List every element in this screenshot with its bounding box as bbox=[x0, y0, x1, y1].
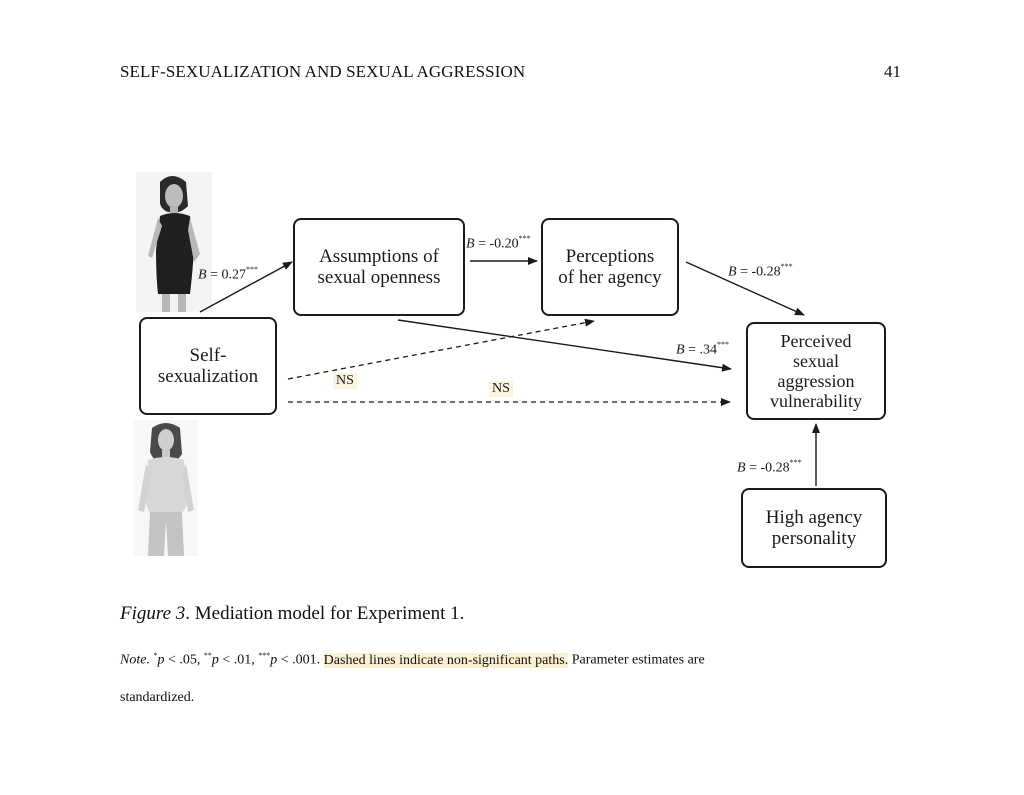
arrow-perceptions-to-vulnerability bbox=[685, 261, 805, 316]
arrow-assumptions-to-vulnerability bbox=[397, 319, 732, 372]
coef-value: = -0.28 bbox=[736, 264, 781, 280]
node-self-sexualization: Self- sexualization bbox=[139, 317, 277, 415]
coef-stars: *** bbox=[518, 234, 531, 243]
coef-high-agency-to-vulnerability: B = -0.28*** bbox=[737, 458, 802, 477]
figure-caption-text: . Mediation model for Experiment 1. bbox=[185, 603, 465, 624]
coef-value: = -0.28 bbox=[745, 460, 790, 476]
page-number: 41 bbox=[884, 62, 901, 81]
note-star-3: *** bbox=[258, 651, 271, 660]
coef-value: = 0.27 bbox=[206, 267, 246, 283]
node-high-agency-personality: High agency personality bbox=[741, 488, 887, 568]
coef-value: = -0.20 bbox=[474, 236, 519, 252]
ns-label-self-to-vulnerability: NS bbox=[489, 381, 513, 397]
figure-caption: Figure 3. Mediation model for Experiment… bbox=[120, 603, 464, 625]
note-star-1: * bbox=[153, 651, 158, 660]
node-perceptions-of-her-agency: Perceptions of her agency bbox=[541, 218, 679, 316]
coef-value: = .34 bbox=[684, 342, 717, 358]
coef-assumptions-to-perceptions: B = -0.20*** bbox=[466, 234, 531, 253]
node-assumptions-label: Assumptions of sexual openness bbox=[317, 246, 441, 288]
coef-stars: *** bbox=[780, 262, 793, 271]
coef-b: B bbox=[676, 342, 685, 358]
note-highlighted-text: Dashed lines indicate non-significant pa… bbox=[323, 652, 569, 668]
woman-dark-dress-image bbox=[136, 172, 212, 312]
note-p-3: p bbox=[270, 652, 278, 668]
node-perceived-vulnerability: Perceived sexual aggression vulnerabilit… bbox=[746, 322, 886, 420]
coef-b: B bbox=[737, 460, 746, 476]
coef-stars: *** bbox=[245, 265, 258, 274]
ns-label-self-to-perceptions: NS bbox=[333, 373, 357, 389]
node-perceptions-label: Perceptions of her agency bbox=[558, 246, 662, 288]
running-head: SELF-SEXUALIZATION AND SEXUAL AGGRESSION bbox=[120, 62, 526, 81]
coef-b: B bbox=[466, 236, 475, 252]
woman-light-top-image bbox=[134, 420, 198, 556]
dashed-arrow-self-to-perceptions bbox=[287, 318, 595, 380]
coef-b: B bbox=[728, 264, 737, 280]
node-vulnerability-label: Perceived sexual aggression vulnerabilit… bbox=[770, 331, 862, 411]
node-high-agency-label: High agency personality bbox=[765, 507, 863, 549]
note-threshold-3: < .001. bbox=[277, 652, 324, 668]
coef-self-to-assumptions: B = 0.27*** bbox=[198, 265, 258, 284]
note-star-2: ** bbox=[203, 651, 212, 660]
arrow-self-to-assumptions bbox=[199, 261, 293, 313]
coef-perceptions-to-vulnerability: B = -0.28*** bbox=[728, 262, 793, 281]
figure-note: Note. *p < .05, **p < .01, ***p < .001. … bbox=[120, 651, 705, 669]
node-assumptions-of-sexual-openness: Assumptions of sexual openness bbox=[293, 218, 465, 316]
note-rest-text: Parameter estimates are bbox=[568, 652, 705, 668]
note-continued: standardized. bbox=[120, 690, 195, 705]
note-threshold-1: < .05, bbox=[164, 652, 204, 668]
coef-assumptions-to-vulnerability: B = .34*** bbox=[676, 340, 729, 359]
note-p-2: p bbox=[211, 652, 219, 668]
figure-label: Figure 3 bbox=[120, 603, 186, 624]
coef-stars: *** bbox=[789, 458, 802, 467]
node-self-sexualization-label: Self- sexualization bbox=[157, 345, 259, 387]
coef-stars: *** bbox=[716, 340, 729, 349]
note-p-1: p bbox=[157, 652, 165, 668]
coef-b: B bbox=[198, 267, 207, 283]
note-label: Note. bbox=[120, 652, 150, 668]
note-threshold-2: < .01, bbox=[218, 652, 259, 668]
